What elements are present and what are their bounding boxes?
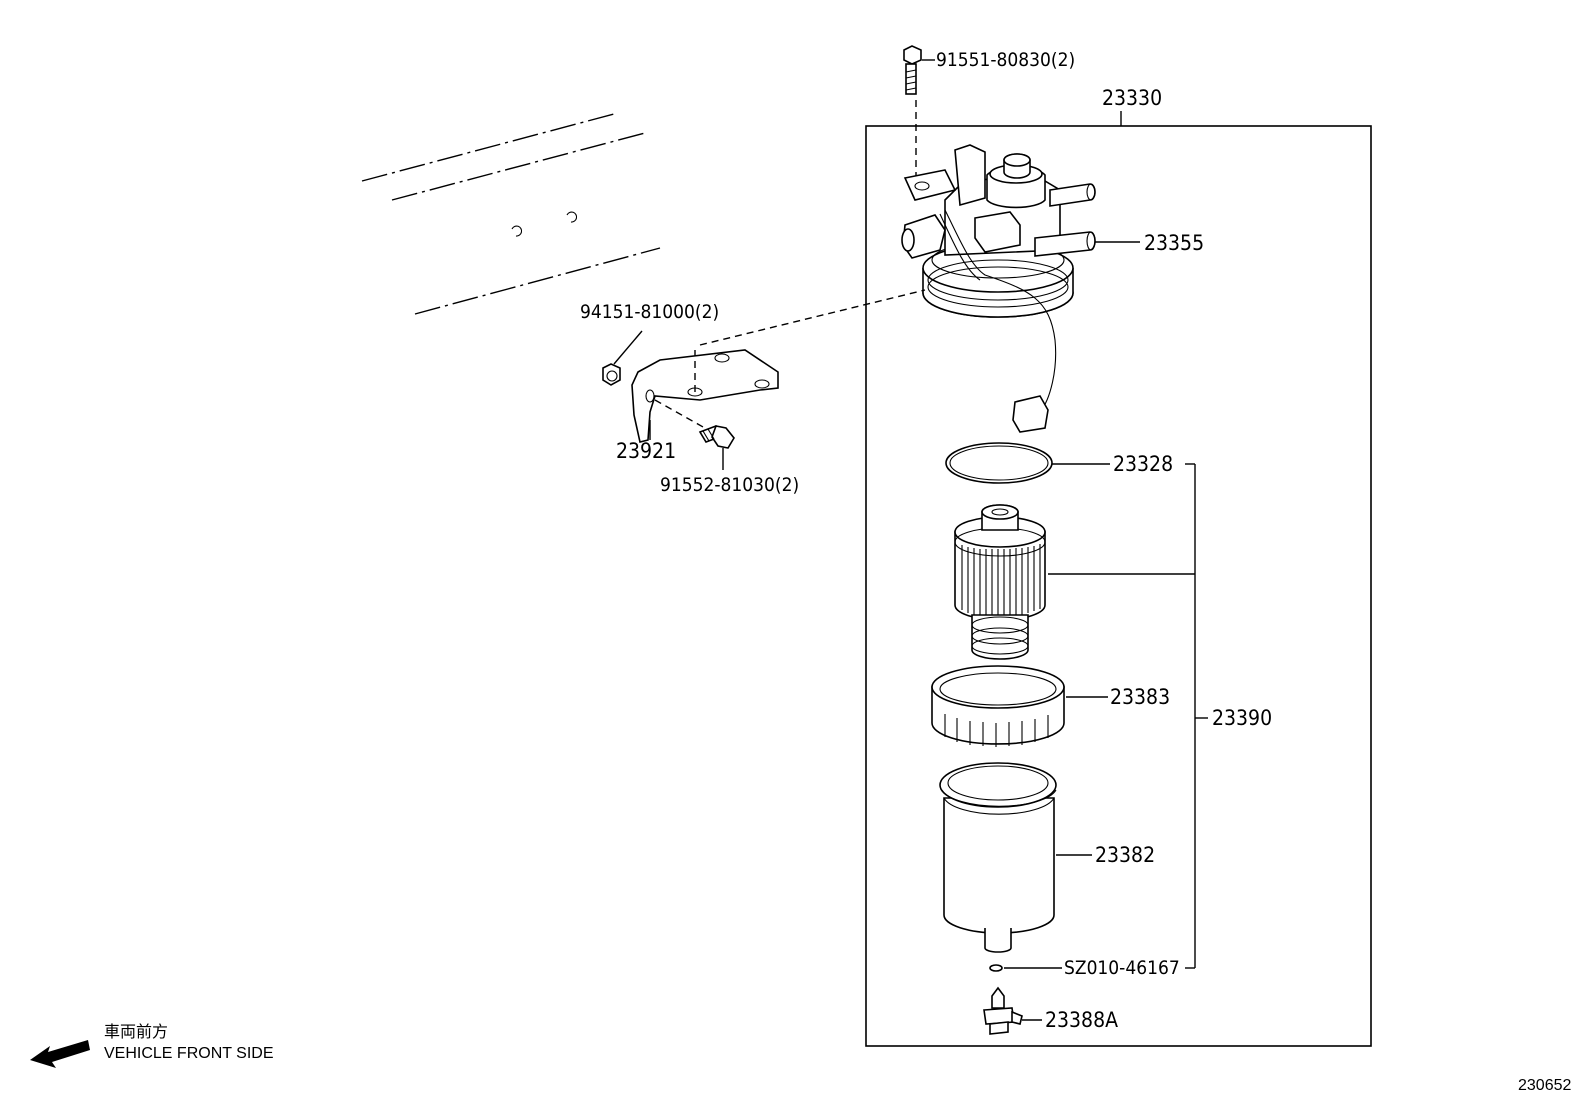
bracket-23921: [631, 349, 779, 443]
direction-label-jp: 車両前方: [104, 1022, 168, 1041]
nut-94151-icon: [602, 363, 621, 386]
label-91551-80830: 91551-80830(2): [936, 49, 1075, 71]
group-23390-bracket: [1185, 463, 1208, 969]
arrow-left-icon: [30, 1040, 90, 1068]
label-23328: 23328: [1113, 452, 1173, 476]
label-23390: 23390: [1212, 706, 1272, 730]
ring-nut-23383: [931, 665, 1065, 747]
o-ring-23328: [945, 442, 1053, 484]
vehicle-frame-phantom: [361, 113, 661, 315]
bolt-91552-icon: [698, 425, 735, 449]
label-23383: 23383: [1110, 685, 1170, 709]
small-o-ring: [989, 964, 1003, 972]
filter-head-23355: [901, 144, 1096, 433]
filter-bowl-23382: [939, 762, 1057, 953]
direction-label-en: VEHICLE FRONT SIDE: [104, 1045, 274, 1062]
label-91552-81030: 91552-81030(2): [660, 474, 799, 496]
label-23921: 23921: [616, 439, 676, 463]
filter-element: [954, 504, 1046, 660]
label-23382: 23382: [1095, 843, 1155, 867]
label-23330: 23330: [1102, 86, 1162, 110]
label-23355: 23355: [1144, 231, 1204, 255]
drain-plug-23388a: [983, 986, 1023, 1035]
label-94151-81000: 94151-81000(2): [580, 301, 719, 323]
label-23388a: 23388A: [1045, 1008, 1118, 1032]
bolt-91551-icon: [903, 45, 922, 95]
assembly-23330-box: [865, 125, 1372, 1047]
label-sz010-46167: SZ010-46167: [1064, 957, 1180, 979]
figure-number: 230652: [1518, 1077, 1571, 1094]
